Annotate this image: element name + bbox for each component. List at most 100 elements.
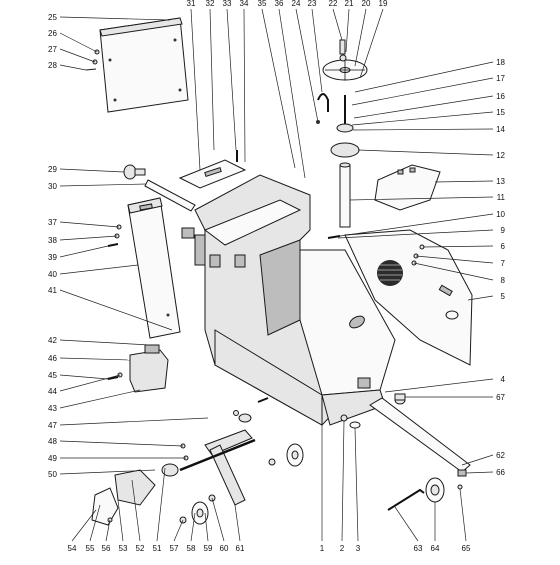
leader-line-59 xyxy=(204,512,209,542)
leader-line-30 xyxy=(59,183,147,187)
callout-25: 25 xyxy=(48,13,57,22)
callout-31: 31 xyxy=(187,0,196,8)
callout-65: 65 xyxy=(462,544,471,553)
callout-20: 20 xyxy=(362,0,371,8)
wheel xyxy=(425,469,467,503)
leader-line-16 xyxy=(353,95,494,119)
lower-covers xyxy=(91,469,156,526)
leader-line-29 xyxy=(59,168,125,173)
leader-line-27 xyxy=(59,48,96,63)
callout-26: 26 xyxy=(48,29,57,38)
leader-line-36 xyxy=(278,8,306,179)
leader-line-38 xyxy=(59,235,118,241)
leader-line-42 xyxy=(59,339,151,346)
callout-11: 11 xyxy=(497,193,506,202)
callout-54: 54 xyxy=(68,544,77,553)
callout-3: 3 xyxy=(356,544,361,553)
callout-6: 6 xyxy=(501,242,506,251)
callout-24: 24 xyxy=(292,0,301,8)
callout-58: 58 xyxy=(187,544,196,553)
leader-line-48 xyxy=(59,440,184,447)
leader-line-18 xyxy=(354,61,494,93)
callout-34: 34 xyxy=(240,0,249,8)
callout-36: 36 xyxy=(275,0,284,8)
callout-8: 8 xyxy=(501,276,506,285)
callout-56: 56 xyxy=(102,544,111,553)
leader-line-46 xyxy=(59,357,131,361)
callout-42: 42 xyxy=(48,336,57,345)
callout-57: 57 xyxy=(170,544,179,553)
bracket xyxy=(129,344,169,393)
callout-37: 37 xyxy=(48,218,57,227)
callout-17: 17 xyxy=(496,74,505,83)
callout-27: 27 xyxy=(48,45,57,54)
leader-line-57 xyxy=(173,519,184,542)
leader-line-9 xyxy=(337,229,494,239)
callout-46: 46 xyxy=(48,354,57,363)
leader-line-61 xyxy=(234,504,241,542)
screw-set-top-left xyxy=(85,49,100,71)
leader-line-41 xyxy=(59,289,173,331)
leader-line-23 xyxy=(311,8,323,93)
callout-44: 44 xyxy=(48,387,57,396)
callout-62: 62 xyxy=(496,451,505,460)
callout-61: 61 xyxy=(236,544,245,553)
leader-line-50 xyxy=(59,469,156,475)
callout-28: 28 xyxy=(48,61,57,70)
leader-line-35 xyxy=(261,8,296,169)
leader-line-47 xyxy=(59,417,209,426)
callout-21: 21 xyxy=(345,0,354,8)
callout-9: 9 xyxy=(501,226,506,235)
leader-line-19 xyxy=(359,8,384,79)
callout-64: 64 xyxy=(431,544,440,553)
leader-line-6 xyxy=(422,245,494,248)
leader-line-62 xyxy=(461,454,494,466)
callout-18: 18 xyxy=(496,58,505,67)
callout-33: 33 xyxy=(223,0,232,8)
screws-left-of-guard xyxy=(327,235,341,239)
leader-line-63 xyxy=(394,506,419,542)
leader-line-7 xyxy=(415,255,494,264)
callout-45: 45 xyxy=(48,371,57,380)
leader-line-22 xyxy=(332,8,343,41)
leader-line-55 xyxy=(89,504,101,542)
callout-60: 60 xyxy=(220,544,229,553)
callout-7: 7 xyxy=(501,259,506,268)
crank-wheel-assembly xyxy=(322,39,368,228)
leader-line-44 xyxy=(59,374,121,392)
washer-set-right xyxy=(411,244,425,266)
callout-32: 32 xyxy=(206,0,215,8)
callout-1: 1 xyxy=(320,544,325,553)
leader-line-14 xyxy=(352,128,494,131)
leader-line-52 xyxy=(131,479,141,542)
leader-line-45 xyxy=(59,374,109,380)
leader-line-17 xyxy=(351,77,494,106)
water-tank xyxy=(374,164,441,211)
leader-line-2 xyxy=(341,420,345,542)
small-fasteners-left xyxy=(180,443,189,461)
leader-lines xyxy=(59,8,494,542)
pulleys xyxy=(179,443,304,525)
leader-line-34 xyxy=(243,8,246,163)
callout-41: 41 xyxy=(48,286,57,295)
leader-line-56 xyxy=(105,519,111,542)
vent-grille xyxy=(377,260,403,286)
callout-22: 22 xyxy=(329,0,338,8)
leader-line-51 xyxy=(156,467,166,542)
leader-line-58 xyxy=(190,512,196,542)
leader-line-31 xyxy=(190,8,201,171)
nut-and-eye xyxy=(340,414,361,429)
leader-line-65 xyxy=(459,488,467,542)
callout-15: 15 xyxy=(496,108,505,117)
top-plate xyxy=(178,150,247,189)
leader-line-11 xyxy=(349,196,494,201)
callout-43: 43 xyxy=(48,404,57,413)
leader-line-37 xyxy=(59,221,120,228)
leader-line-54 xyxy=(71,509,97,542)
callout-47: 47 xyxy=(48,421,57,430)
leader-line-33 xyxy=(226,8,237,151)
leader-line-8 xyxy=(413,262,494,281)
leader-line-20 xyxy=(354,8,367,67)
